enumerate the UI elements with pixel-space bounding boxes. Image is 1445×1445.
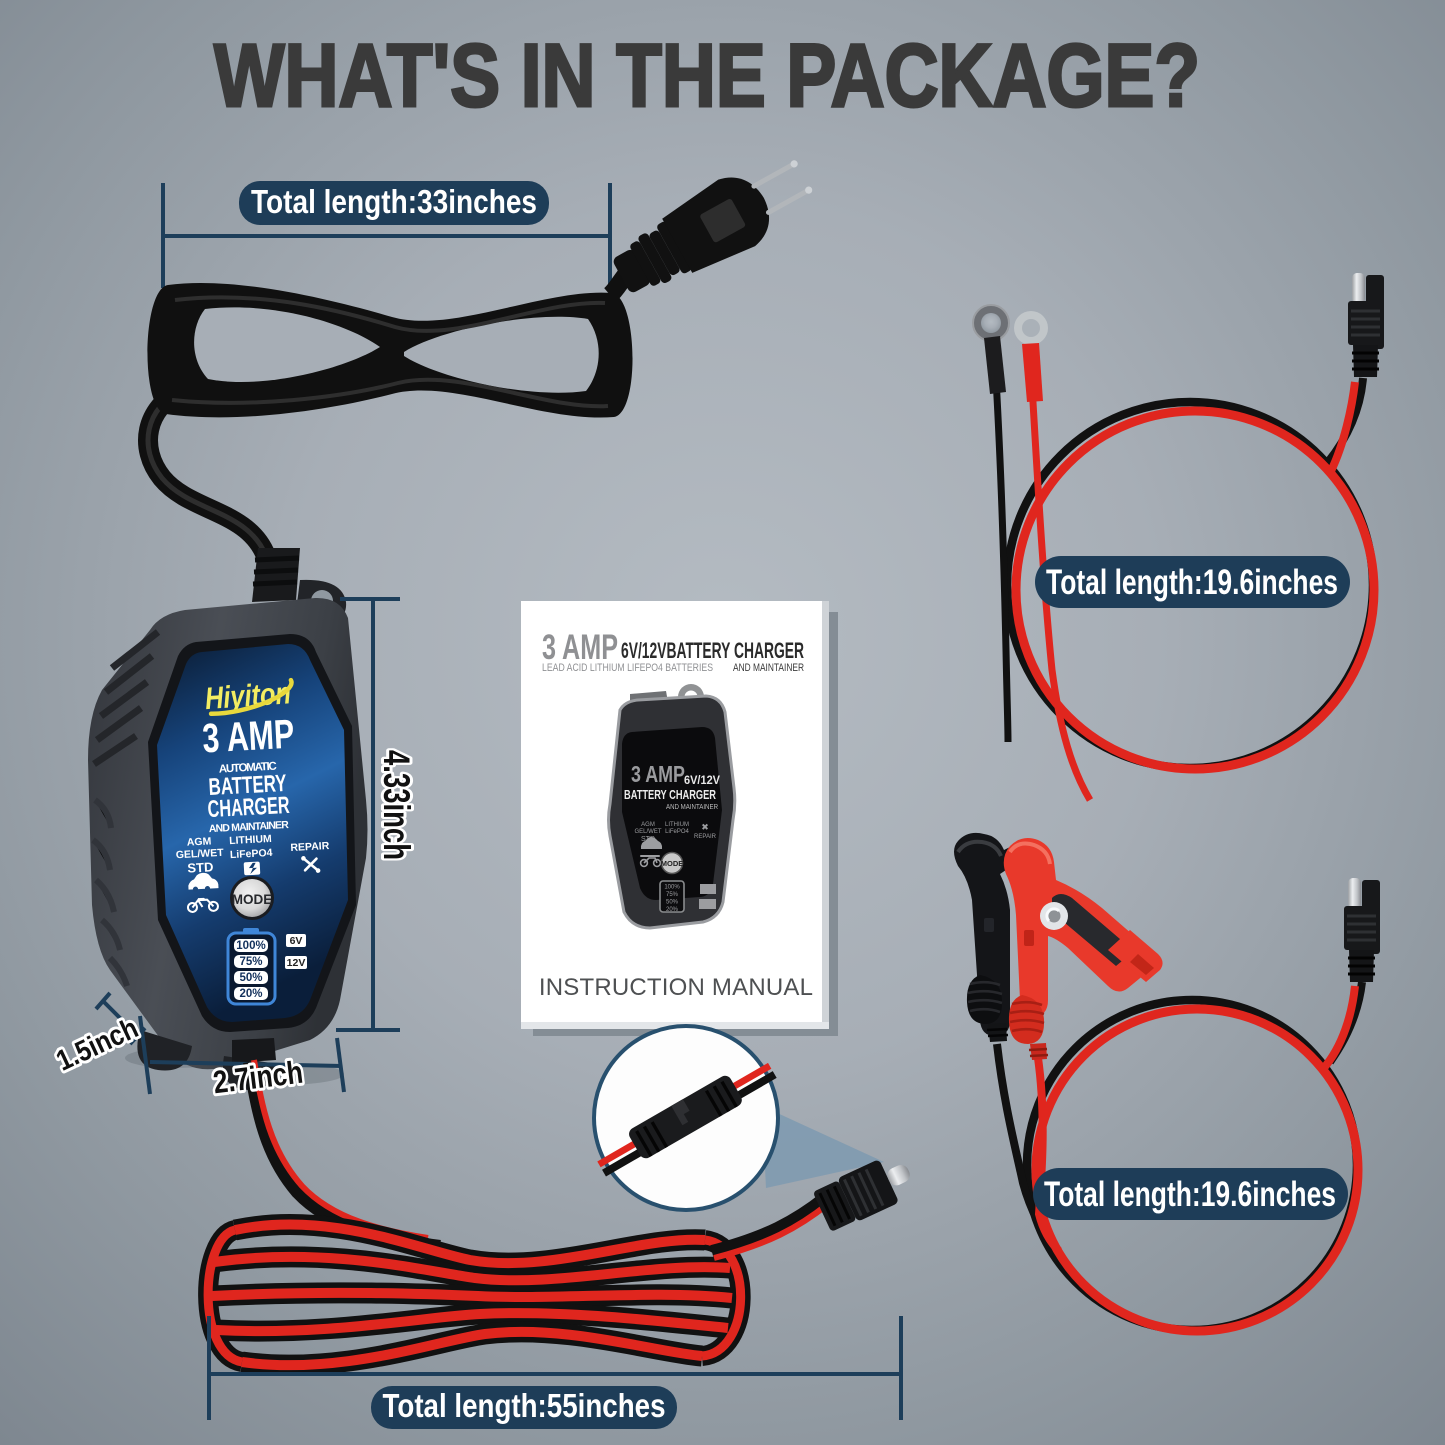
svg-text:LITHIUM: LITHIUM xyxy=(665,822,689,828)
svg-text:LITHIUM: LITHIUM xyxy=(229,833,272,847)
svg-text:REPAIR: REPAIR xyxy=(694,834,717,840)
svg-text:6V: 6V xyxy=(290,935,303,947)
svg-text:LiFePO4: LiFePO4 xyxy=(665,829,689,835)
svg-text:AUTOMATIC: AUTOMATIC xyxy=(219,760,280,775)
svg-text:Total length:19.6inches: Total length:19.6inches xyxy=(1046,563,1338,602)
svg-text:Total length:19.6inches: Total length:19.6inches xyxy=(1044,1175,1336,1214)
svg-text:AND MAINTAINER: AND MAINTAINER xyxy=(666,804,718,811)
svg-text:LEAD ACID LITHIUM LIFEPO4 BATT: LEAD ACID LITHIUM LIFEPO4 BATTERIES xyxy=(542,662,713,674)
svg-text:100%: 100% xyxy=(236,940,265,952)
svg-text:3 AMP: 3 AMP xyxy=(542,628,618,667)
svg-text:3 AMP: 3 AMP xyxy=(631,761,685,787)
svg-text:BATTERY: BATTERY xyxy=(208,770,287,801)
svg-text:75%: 75% xyxy=(666,892,679,898)
svg-text:50%: 50% xyxy=(666,900,679,906)
svg-text:WHAT'S IN THE PACKAGE?: WHAT'S IN THE PACKAGE? xyxy=(214,25,1200,125)
svg-text:GEL/WET: GEL/WET xyxy=(175,847,224,862)
svg-text:✖: ✖ xyxy=(701,822,709,832)
svg-text:REPAIR: REPAIR xyxy=(290,840,330,854)
svg-text:4.33inch: 4.33inch xyxy=(376,750,417,860)
svg-text:LiFePO4: LiFePO4 xyxy=(230,847,273,861)
svg-text:AGM: AGM xyxy=(187,835,212,848)
svg-text:BATTERY CHARGER: BATTERY CHARGER xyxy=(624,787,716,802)
svg-text:CHARGER: CHARGER xyxy=(207,792,290,823)
svg-text:MODE: MODE xyxy=(661,859,684,868)
svg-text:AGM: AGM xyxy=(641,822,655,828)
svg-text:AND MAINTAINER: AND MAINTAINER xyxy=(733,662,804,674)
svg-text:6V/12VBATTERY CHARGER: 6V/12VBATTERY CHARGER xyxy=(621,638,804,663)
svg-text:3 AMP: 3 AMP xyxy=(201,711,295,762)
svg-text:6V/12V: 6V/12V xyxy=(684,775,720,787)
svg-text:INSTRUCTION MANUAL: INSTRUCTION MANUAL xyxy=(539,974,813,1001)
svg-text:50%: 50% xyxy=(239,972,262,984)
svg-text:75%: 75% xyxy=(239,956,262,968)
svg-text:12V: 12V xyxy=(287,957,306,969)
svg-text:AND MAINTAINER: AND MAINTAINER xyxy=(209,819,292,835)
svg-text:Total length:55inches: Total length:55inches xyxy=(383,1387,666,1424)
svg-text:20%: 20% xyxy=(239,988,262,1000)
svg-text:GEL/WET: GEL/WET xyxy=(634,829,661,835)
svg-text:MODE: MODE xyxy=(232,892,273,907)
svg-text:20%: 20% xyxy=(666,907,679,913)
svg-text:100%: 100% xyxy=(664,885,680,891)
svg-text:Total length:33inches: Total length:33inches xyxy=(251,183,537,220)
svg-text:STD: STD xyxy=(187,859,214,875)
